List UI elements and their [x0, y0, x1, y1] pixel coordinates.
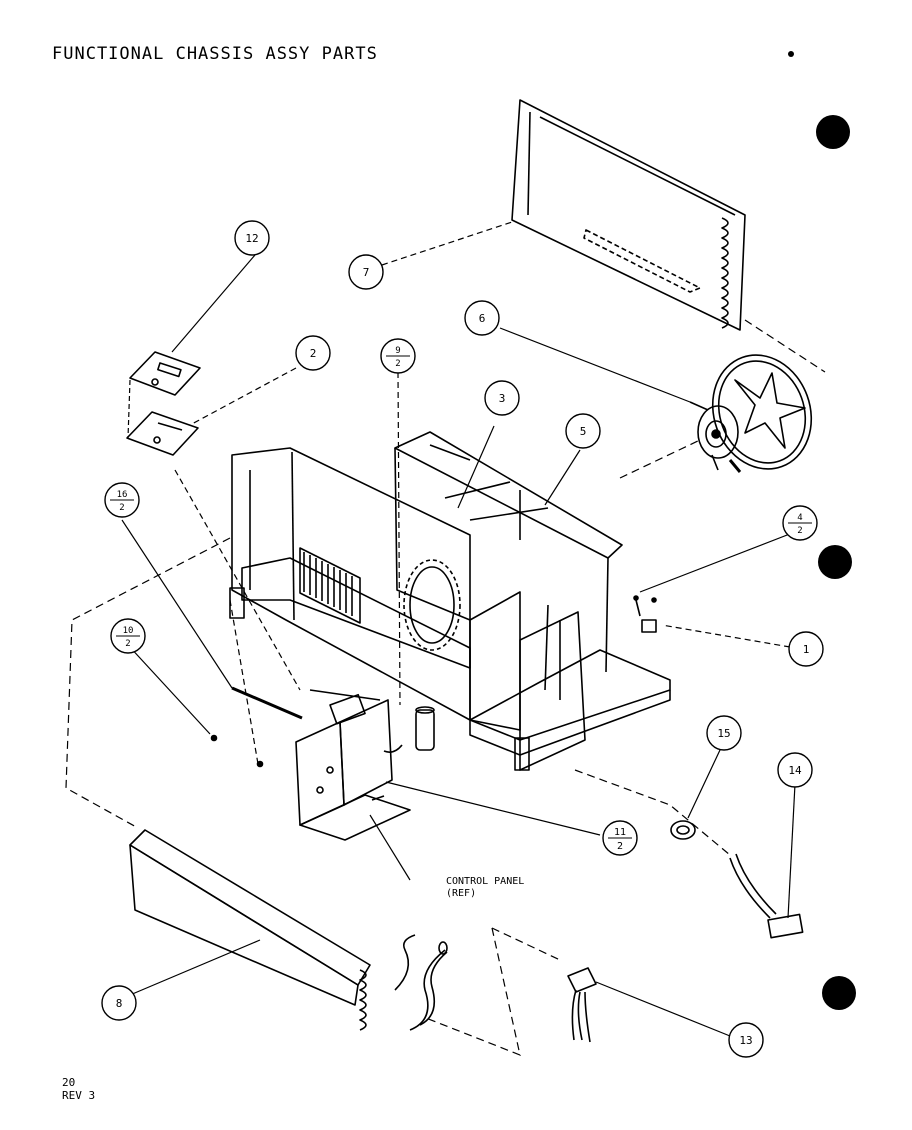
registration-dot	[788, 51, 794, 57]
callout-16-sub: 2	[119, 503, 124, 513]
callout-6-circle	[464, 300, 500, 336]
callout-1-circle	[788, 631, 824, 667]
callout-14-label: 14	[788, 764, 802, 777]
callout-circles	[101, 220, 824, 1058]
callout-12-circle	[234, 220, 270, 256]
callout-5-label: 5	[580, 425, 587, 438]
callout-1-label: 1	[803, 643, 810, 656]
chassis-right-side	[469, 591, 586, 771]
callout-labels: 12 7 6 2 9 2 3 5 16 2 4 2 10 2 1 15 14 1…	[116, 232, 810, 1047]
callout-11-sub: 2	[617, 841, 623, 852]
callout-13-label: 13	[739, 1034, 752, 1047]
callout-3-label: 3	[499, 392, 506, 405]
page-number: 20	[62, 1076, 76, 1089]
callout-4-label: 4	[797, 513, 802, 523]
callout-10-label: 10	[123, 626, 134, 636]
callout-8-circle	[101, 985, 137, 1021]
callout-9-label: 9	[395, 346, 400, 356]
binder-hole-middle	[818, 545, 852, 579]
control-panel-ref-line2: (REF)	[446, 888, 476, 899]
control-plates	[126, 351, 201, 456]
sensor-bulb	[567, 967, 597, 1043]
leader-lines	[65, 221, 826, 1056]
bracket-and-screws	[210, 595, 657, 768]
fan-motor-assembly	[689, 354, 813, 473]
callout-3-circle	[484, 380, 520, 416]
condenser-coil	[511, 99, 746, 331]
callout-4-sub: 2	[797, 526, 802, 536]
tube-bracket	[231, 686, 303, 720]
callout-13-circle	[728, 1022, 764, 1058]
callout-fraction-bars	[110, 355, 812, 839]
callout-8-label: 8	[116, 997, 123, 1010]
control-panel-ref-line1: CONTROL PANEL	[446, 876, 524, 887]
page-title: FUNCTIONAL CHASSIS ASSY PARTS	[52, 44, 378, 64]
revision-label: REV 3	[62, 1089, 96, 1102]
callout-14-circle	[777, 752, 813, 788]
capacitor	[383, 706, 435, 753]
callout-11-label: 11	[614, 827, 626, 838]
evaporator-coil	[129, 829, 448, 1031]
callout-5-circle	[565, 413, 601, 449]
callout-7-circle	[348, 254, 384, 290]
callout-16-label: 16	[117, 490, 128, 500]
callout-12-label: 12	[245, 232, 258, 245]
power-cord	[729, 853, 804, 939]
grommet	[670, 820, 696, 840]
control-panel-ref-label: CONTROL PANEL (REF)	[446, 876, 524, 899]
callout-6-label: 6	[479, 312, 486, 325]
binder-hole-bottom	[822, 976, 856, 1010]
binder-hole-top	[816, 115, 850, 149]
control-panel-assembly	[295, 689, 411, 841]
callout-7-label: 7	[363, 266, 370, 279]
page-footer: 20 REV 3	[62, 1076, 95, 1102]
callout-9-sub: 2	[395, 359, 400, 369]
callout-15-circle	[706, 715, 742, 751]
callout-2-circle	[295, 335, 331, 371]
callout-2-label: 2	[310, 347, 317, 360]
callout-10-sub: 2	[125, 639, 130, 649]
callout-15-label: 15	[717, 727, 730, 740]
orifice-divider	[394, 431, 623, 673]
